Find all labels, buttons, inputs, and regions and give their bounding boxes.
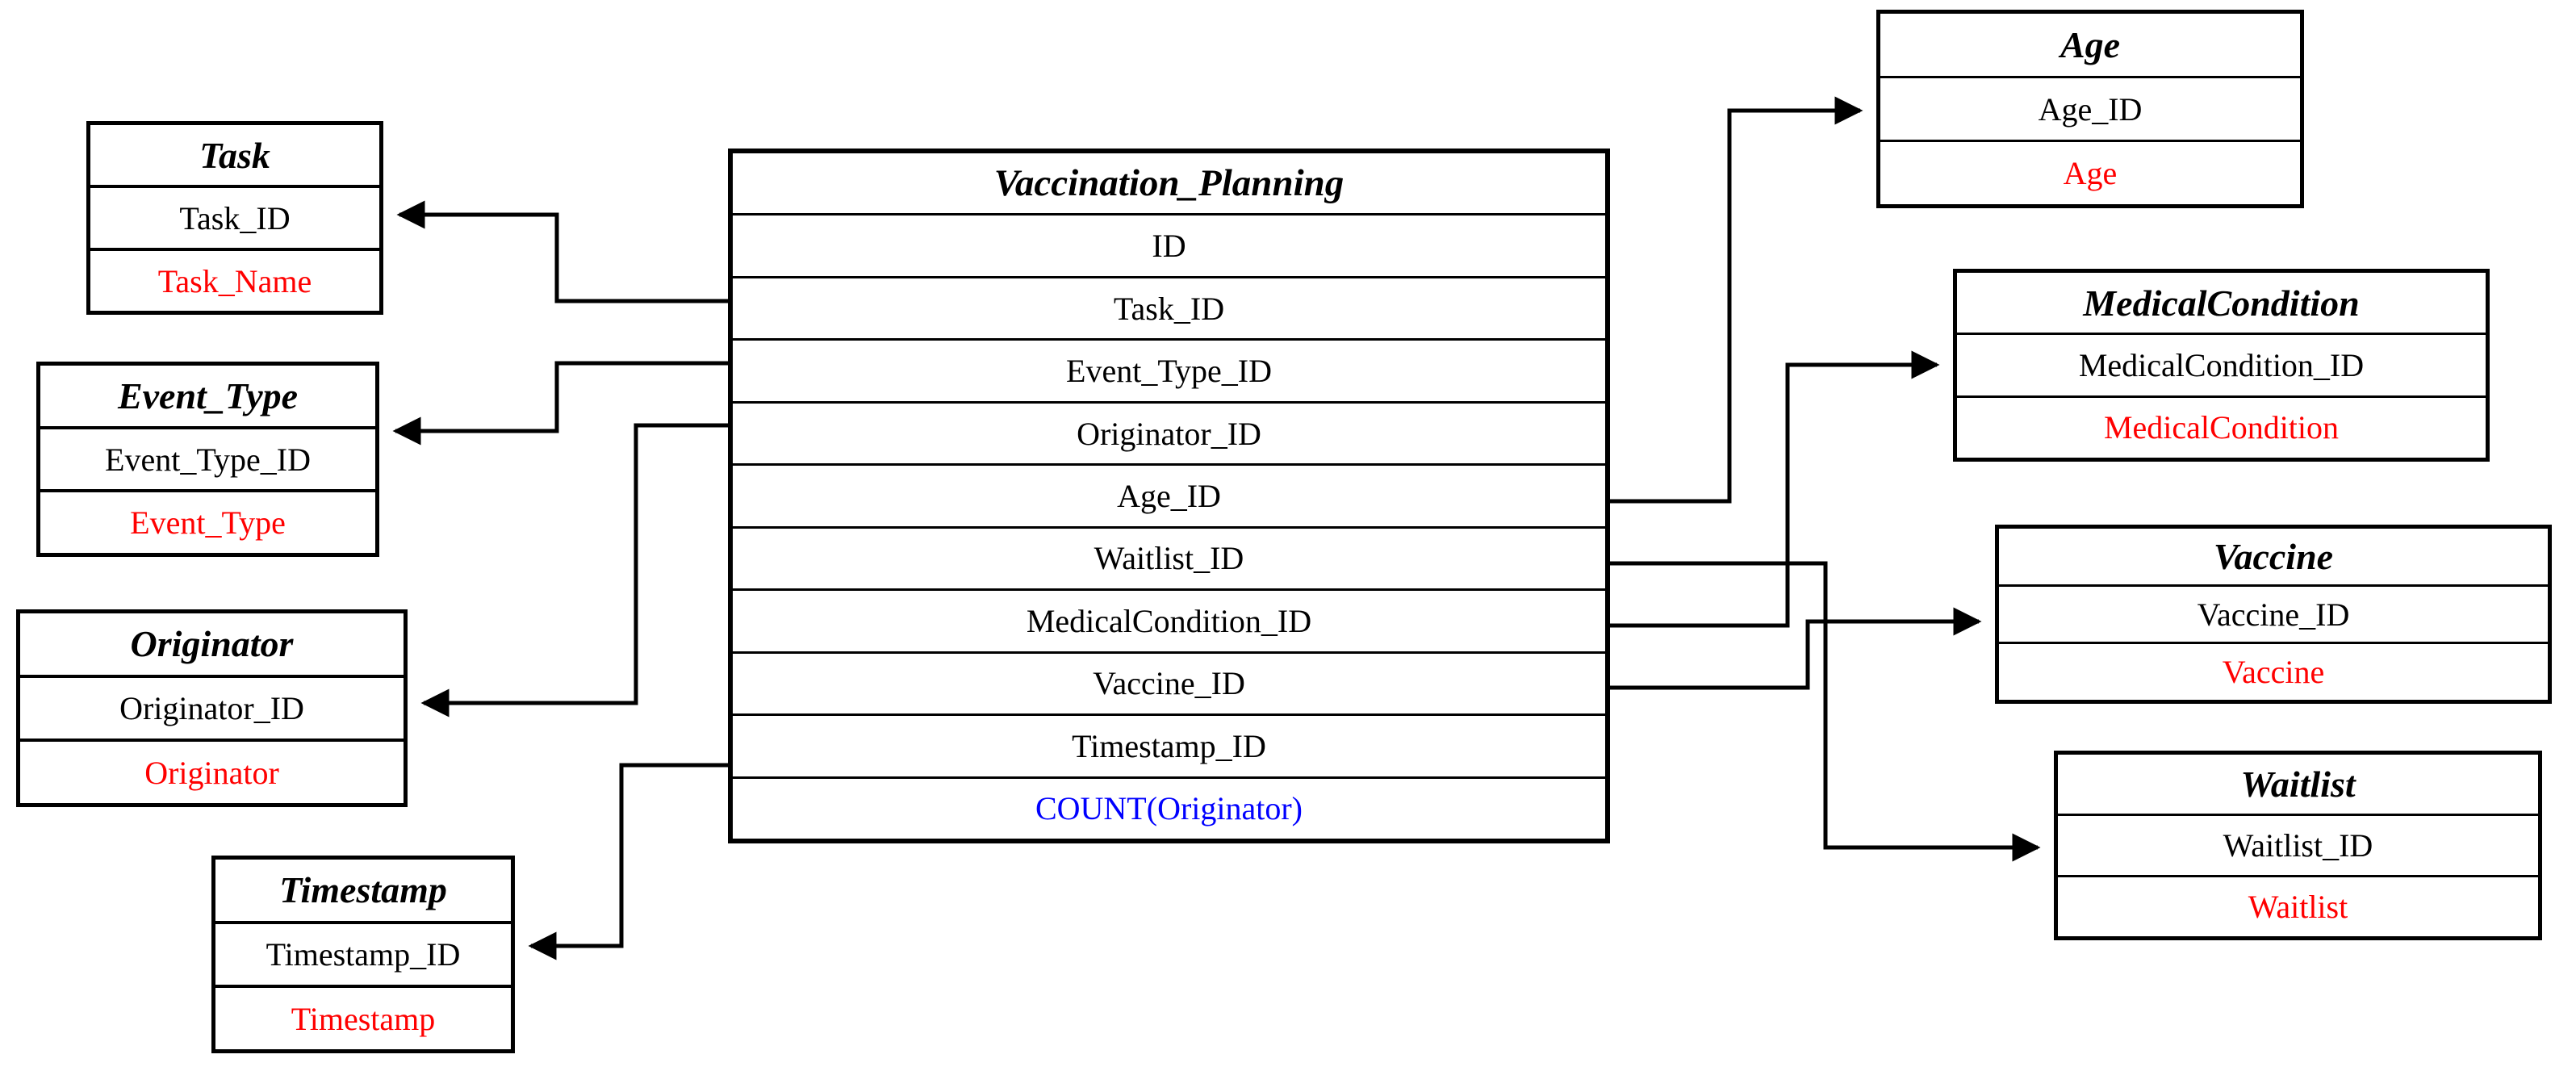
dimension-pk-originator: Originator_ID (20, 674, 404, 739)
dimension-attr-event-type: Event_Type (40, 489, 375, 553)
dimension-attr-age: Age (1880, 140, 2300, 204)
dimension-pk-event-type: Event_Type_ID (40, 425, 375, 490)
dimension-title-task: Task (199, 134, 270, 176)
fact-row-id: ID (733, 213, 1605, 275)
fact-row-originator-id: Originator_ID (733, 400, 1605, 463)
dimension-table-timestamp[interactable]: Timestamp Timestamp_ID Timestamp (211, 856, 515, 1053)
connector-task (396, 200, 728, 303)
connector-event-type (392, 361, 728, 446)
dimension-pk-medicalcondition: MedicalCondition_ID (1957, 333, 2486, 395)
dimension-table-vaccine[interactable]: Vaccine Vaccine_ID Vaccine (1995, 525, 2552, 704)
dimension-table-age[interactable]: Age Age_ID Age (1876, 10, 2304, 208)
dimension-pk-task: Task_ID (90, 185, 379, 248)
dimension-attr-vaccine: Vaccine (1999, 642, 2548, 700)
dimension-attr-originator: Originator (20, 739, 404, 803)
dimension-pk-vaccine: Vaccine_ID (1999, 584, 2548, 642)
fact-row-task-id: Task_ID (733, 275, 1605, 338)
fact-row-waitlist-id: Waitlist_ID (733, 525, 1605, 588)
dimension-table-originator[interactable]: Originator Originator_ID Originator (16, 609, 408, 807)
dimension-attr-timestamp: Timestamp (215, 985, 511, 1049)
fact-row-count-originator: COUNT(Originator) (733, 776, 1605, 839)
dimension-table-medicalcondition[interactable]: MedicalCondition MedicalCondition_ID Med… (1953, 269, 2490, 462)
fact-row-event-type-id: Event_Type_ID (733, 338, 1605, 400)
dimension-attr-waitlist: Waitlist (2058, 875, 2538, 936)
connector-vaccine (1610, 607, 1982, 690)
dimension-title-vaccine: Vaccine (2213, 535, 2334, 577)
dimension-table-event-type[interactable]: Event_Type Event_Type_ID Event_Type (36, 362, 379, 557)
dimension-title-event-type: Event_Type (117, 374, 299, 416)
dimension-title-originator: Originator (130, 623, 294, 665)
connector-timestamp (528, 763, 728, 960)
dimension-pk-waitlist: Waitlist_ID (2058, 814, 2538, 875)
connector-originator (420, 423, 728, 718)
connector-waitlist (1610, 561, 2041, 862)
fact-row-timestamp-id: Timestamp_ID (733, 713, 1605, 776)
dimension-pk-timestamp: Timestamp_ID (215, 920, 511, 985)
dimension-table-task[interactable]: Task Task_ID Task_Name (86, 121, 383, 315)
fact-row-vaccine-id: Vaccine_ID (733, 651, 1605, 713)
dimension-table-waitlist[interactable]: Waitlist Waitlist_ID Waitlist (2054, 751, 2542, 940)
dimension-title-medicalcondition: MedicalCondition (2083, 282, 2360, 324)
dimension-attr-task: Task_Name (90, 248, 379, 311)
fact-row-medicalcondition-id: MedicalCondition_ID (733, 588, 1605, 651)
dimension-title-waitlist: Waitlist (2240, 764, 2356, 805)
connector-medicalcondition (1610, 350, 1940, 628)
fact-row-age-id: Age_ID (733, 463, 1605, 525)
fact-table-vaccination-planning[interactable]: Vaccination_Planning ID Task_ID Event_Ty… (728, 149, 1610, 843)
connector-age (1610, 96, 1863, 504)
dimension-title-timestamp: Timestamp (279, 869, 447, 911)
fact-table-title: Vaccination_Planning (993, 162, 1344, 205)
dimension-title-age: Age (2060, 23, 2121, 65)
dimension-attr-medicalcondition: MedicalCondition (1957, 395, 2486, 458)
dimension-pk-age: Age_ID (1880, 75, 2300, 140)
